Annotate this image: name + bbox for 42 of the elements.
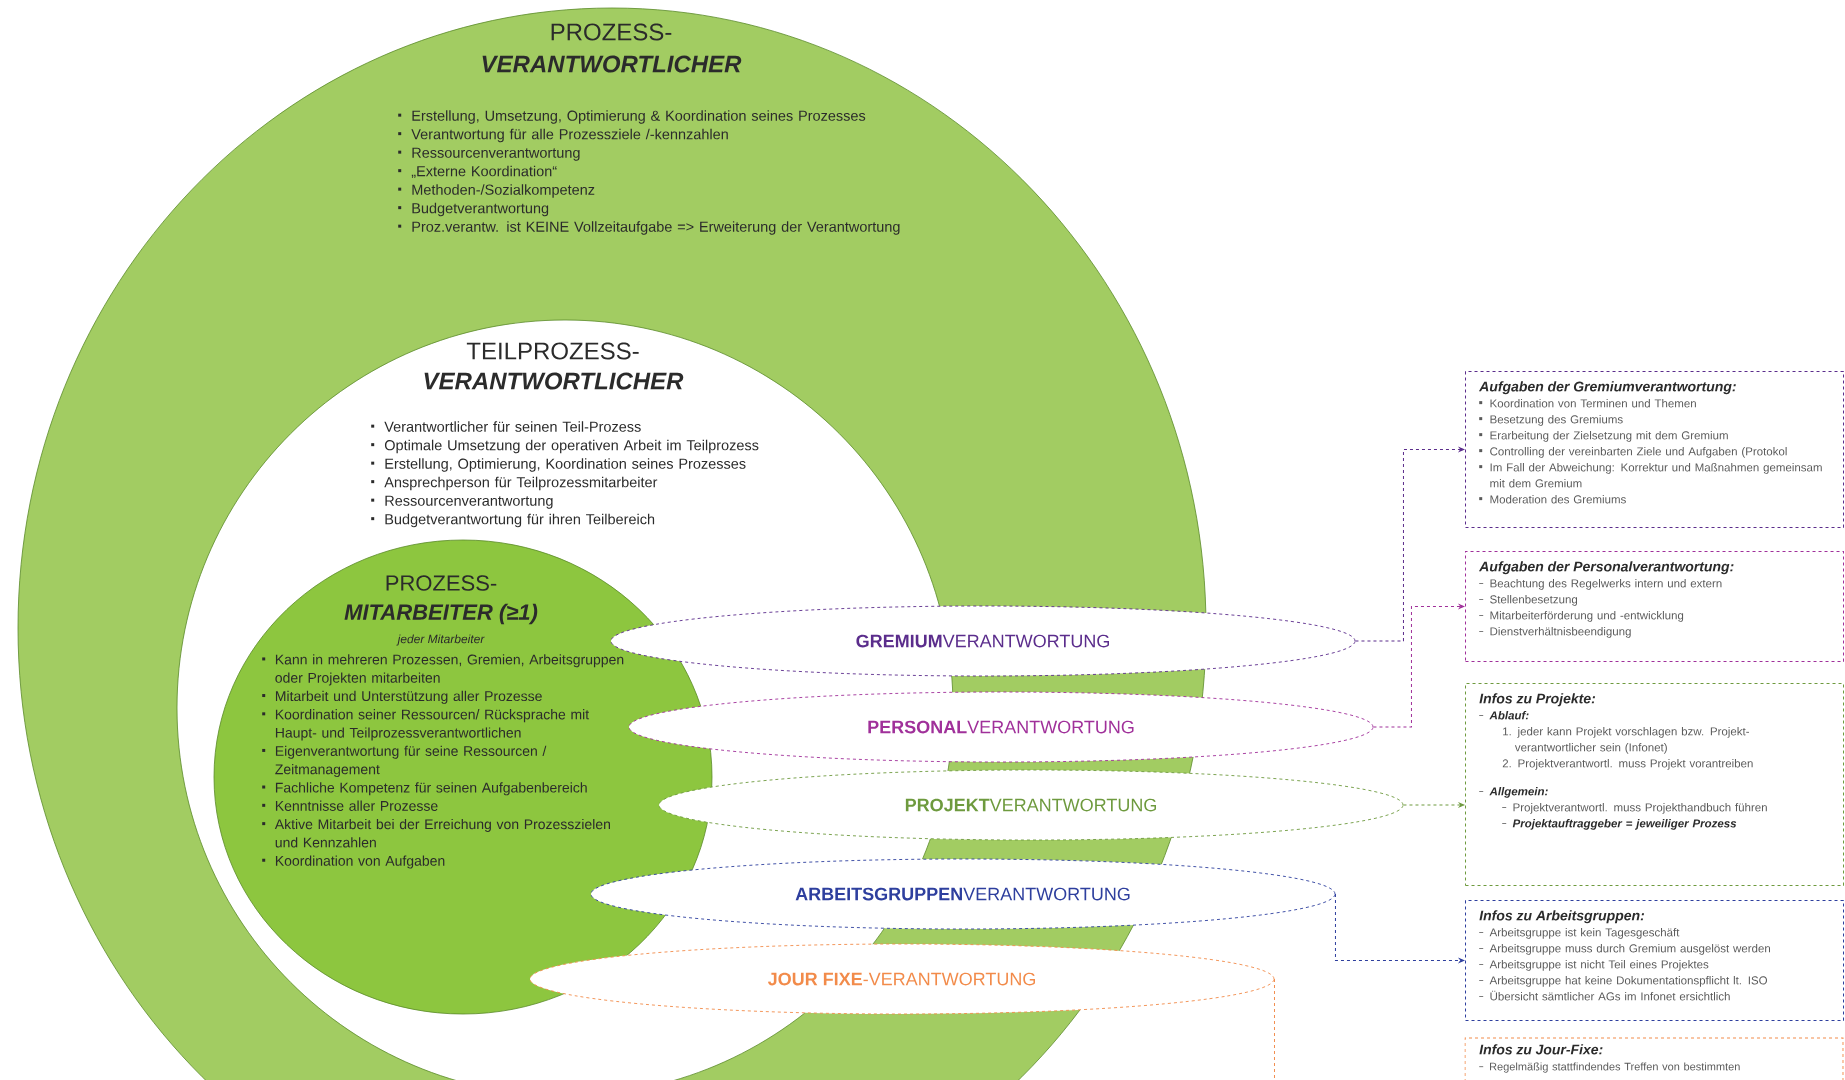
bullet-list: Erstellung, Umsetzung, Optimierung & Koordination seines Prozesses Verantwortung für alle Prozessziele /-kennzahlen Ressourcenverantwortung „Externe Koordination“ Methoden-/Sozialkompetenz Budgetverantwortung Proz.verantw. ist KEINE Vollzeitaufgabe => Erweiterung der Verantwortung [398,110,900,235]
node-label: Koordination von Aufgaben [275,855,445,869]
node-label: Kenntnisse aller Prozesse [275,800,438,811]
node-label: Verantwortlicher für seinen Teil-Prozess [384,421,641,432]
node-label: Ressourcenverantwortung [385,495,553,509]
heading: PROZESS- [386,575,497,591]
node-label: Fachliche Kompetenz für seinen Aufgabenbereich [275,782,587,796]
subtitle: jeder Mitarbeiter [396,634,485,646]
connector-arrow [1402,802,1465,808]
node-label: Erstellung, Umsetzung, Optimierung & Koordination seines Prozesses [412,110,866,124]
heading: PROZESS- [551,23,672,41]
info-box: Infos zu Arbeitsgruppen: Arbeitsgruppe ist kein Tagesgeschäft Arbeitsgruppe muss durch Gremium ausgelöst werden Arbeitsgruppe ist nicht Teil eines Projektes Arbeitsgruppe hat keine Dokumentationspflicht lt. ISO Übersicht sämtlicher AGs im Infonet ersichtlich [1465,900,1844,1021]
node-label: Optimale Umsetzung der operativen Arbeit im Teilprozess [384,439,759,454]
node-label: Koordination seiner Ressourcen/ Rücksprache mit Haupt- und Teilprozessverantwortlichen [275,709,590,741]
info-box: Aufgaben der Personalverantwortung: Beachtung des Regelwerks intern und extern Stellenbesetzung Mitarbeiterförderung und -entwicklung Dienstverhältnisbeendigung [1465,551,1844,662]
heading: VERANTWORTLICHER [424,372,684,390]
node-label: Methoden-/Sozialkompetenz [412,184,595,198]
node-label: Budgetverantwortung für ihren Teilbereich [385,513,655,528]
ellipse-label: ARBEITSGRUPPENVERANTWORTUNG [590,858,1336,930]
node-label: „Externe Koordination“ [411,165,557,179]
ellipse-label: PROJEKTVERANTWORTUNG [658,769,1404,841]
node-label: Eigenverantwortung für seine Ressourcen / Zeitmanagement [275,745,547,778]
ellipse-label: JOUR FIXE-VERANTWORTUNG [529,943,1275,1015]
connector-arrow [1372,604,1465,728]
node-label: Mitarbeit und Unterstützung aller Prozesse [275,690,542,704]
info-box: Infos zu Projekte: Ablauf: 1. jeder kann Projekt vorschlagen bzw. Projekt- verantwortlicher sein (Infonet) 2. Projektverantwortl. muss Projekt vorantreiben Allgemein: Projektverantwortl. muss Projekthandbuch führen Projektauftraggeber = jeweiliger Prozess [1465,683,1844,886]
node-label: Ansprechperson für Teilprozessmitarbeiter [384,476,658,491]
heading: VERANTWORTLICHER [482,55,742,73]
heading: TEILPROZESS- [466,342,639,360]
bullet-list: Verantwortlicher für seinen Teil-Prozess Optimale Umsetzung der operativen Arbeit im Teilprozess Erstellung, Optimierung, Koordination seines Prozesses Ansprechperson für Teilprozessmitarbeiter Ressourcenverantwortung Budgetverantwortung für ihren Teilbereich [371,421,759,528]
node-label: Erstellung, Optimierung, Koordination seines Prozesses [385,458,746,472]
node-label: Budgetverantwortung [412,202,549,217]
connector-arrow [1354,447,1465,642]
connector-arrow [1334,893,1465,963]
node-label: Verantwortung für alle Prozessziele /-kennzahlen [411,128,728,143]
heading: MITARBEITER (≥1) [344,603,538,625]
info-box: Aufgaben der Gremiumverantwortung: Koordination von Terminen und Themen Besetzung des Gremiums Erarbeitung der Zielsetzung mit dem Gremium Controlling der vereinbarten Ziele und Aufgaben (Protokol Im Fall der Abweichung: Korrektur und Maßnahmen gemeinsam mit dem Gremium Moderation des Gremiums [1465,371,1844,528]
node-label: Aktive Mitarbeit bei der Erreichung von Prozesszielen und Kennzahlen [274,818,610,848]
info-box: Infos zu Jour-Fixe: Regelmäßig stattfindendes Treffen von bestimmten [1464,1037,1844,1080]
node-label: Ressourcenverantwortung [412,147,580,161]
ellipse-label: PERSONALVERANTWORTUNG [628,691,1374,763]
node-label: Proz.verantw. ist KEINE Vollzeitaufgabe => Erweiterung der Verantwortung [412,221,900,235]
